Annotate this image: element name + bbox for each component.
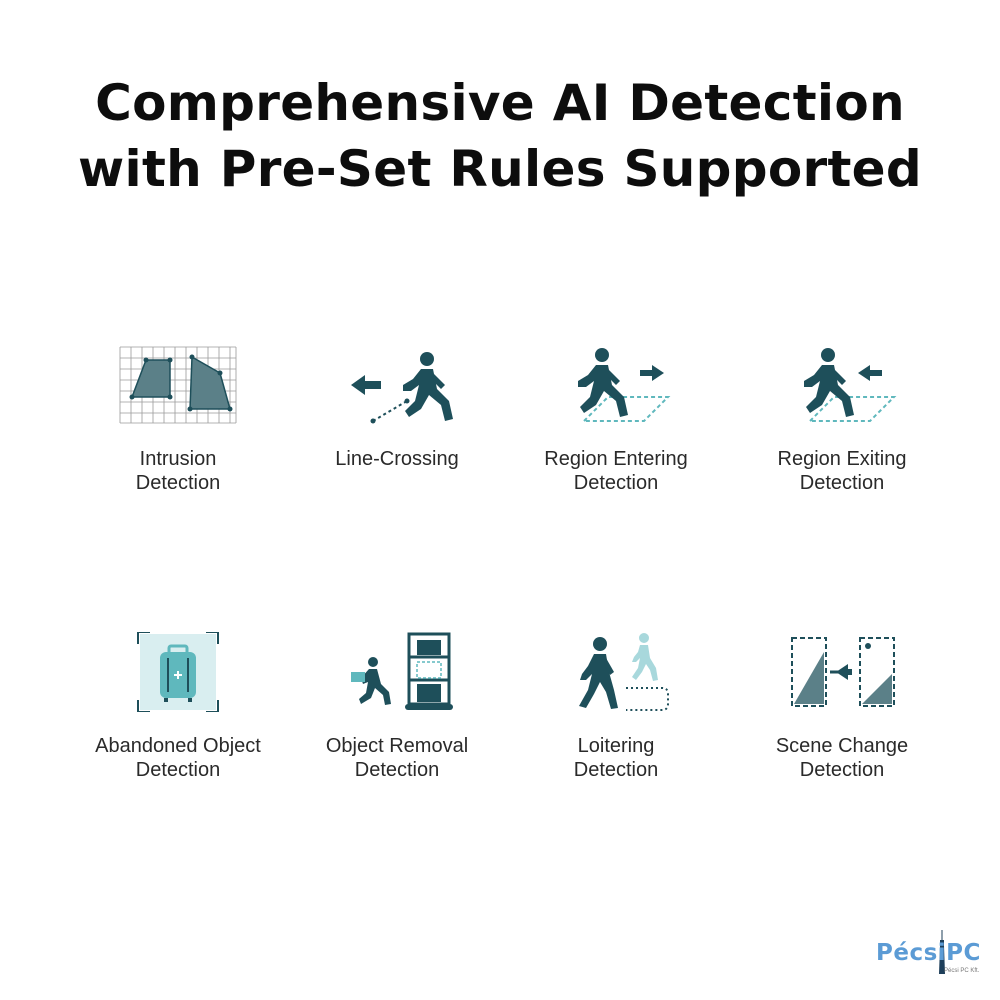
feature-label-line-2: Detection [135, 759, 221, 781]
feature-label-line-1: Intrusion [139, 448, 217, 470]
feature-label-line-1: Abandoned Object [95, 735, 261, 757]
feature-abandoned-object-detection: Abandoned Object Detection [68, 632, 288, 782]
feature-label-line-2: Detection [573, 759, 659, 781]
intrusion-icon [119, 346, 237, 424]
tower-icon [939, 930, 945, 974]
region-entering-icon [578, 348, 671, 422]
loitering-icon [579, 633, 669, 711]
page-title: Comprehensive AI Detection with Pre-Set … [0, 70, 1000, 202]
abandoned-object-icon [137, 632, 219, 712]
object-removal-icon [351, 632, 453, 710]
feature-intrusion-detection: Intrusion Detection [68, 345, 288, 495]
feature-label-line-1: Region Exiting [777, 448, 907, 470]
feature-label-line-1: Loitering [577, 735, 655, 757]
scene-change-icon [791, 637, 895, 707]
line-crossing-icon [351, 352, 453, 424]
feature-label-line-1: Object Removal [325, 735, 469, 757]
logo-subtext: Pécsi PC Kft. [944, 968, 980, 974]
feature-label-line-1: Region Entering [544, 448, 688, 470]
feature-label-line-1: Line-Crossing [335, 448, 459, 470]
feature-region-entering-detection: Region Entering Detection [506, 345, 726, 495]
feature-scene-change-detection: Scene Change Detection [732, 632, 952, 782]
feature-object-removal-detection: Object Removal Detection [287, 632, 507, 782]
feature-label-line-2: Detection [354, 759, 440, 781]
feature-label-line-2: Detection [799, 472, 885, 494]
feature-loitering-detection: Loitering Detection [506, 632, 726, 782]
feature-line-crossing: Line-Crossing [287, 345, 507, 471]
region-exiting-icon [804, 348, 897, 422]
title-line-2: with Pre-Set Rules Supported [78, 140, 922, 198]
feature-label-line-2: Detection [135, 472, 221, 494]
feature-label-line-2: Detection [573, 472, 659, 494]
feature-label-line-1: Scene Change [775, 735, 909, 757]
feature-region-exiting-detection: Region Exiting Detection [732, 345, 952, 495]
title-line-1: Comprehensive AI Detection [95, 74, 905, 132]
logo-text: PécsiPC [876, 940, 981, 966]
brand-logo: PécsiPC Pécsi PC Kft. [876, 930, 986, 980]
feature-label-line-2: Detection [799, 759, 885, 781]
